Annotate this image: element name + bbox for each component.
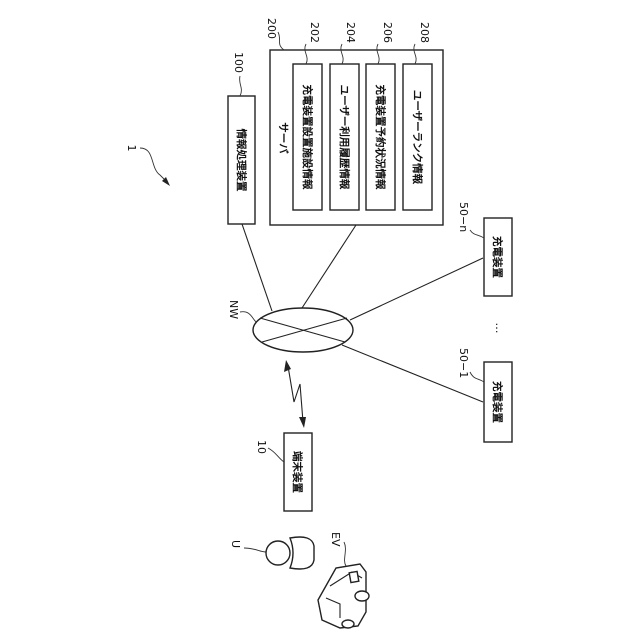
network-ref: NW	[227, 300, 240, 319]
info-processor: 100 情報処理装置	[228, 52, 255, 224]
database-label: 充電装置設置施設情報	[301, 85, 314, 190]
charger-n: 50−n 充電装置	[457, 202, 512, 296]
server-title: サーバ	[277, 122, 289, 154]
user-head-icon	[266, 541, 290, 565]
database-label: 充電装置予約状況情報	[374, 85, 387, 190]
user-ref: U	[229, 540, 242, 548]
user: U	[229, 537, 314, 569]
wireless-zigzag	[288, 366, 303, 422]
arrowhead-icon	[299, 417, 306, 428]
system-reference: 1	[125, 145, 170, 187]
database-label: ユーザー利用履歴情報	[338, 85, 351, 190]
user-body-icon	[290, 537, 314, 569]
terminal-leader	[268, 448, 284, 462]
link-network-charger-n	[350, 258, 483, 320]
vehicle-leader	[344, 542, 346, 566]
more-chargers-ellipsis: …	[493, 323, 506, 334]
charger-leader	[470, 372, 484, 382]
terminal-device: 10 端末装置	[255, 433, 312, 511]
server-ref: 200	[265, 18, 278, 39]
server: 200 サーバ 202 充電装置設置施設情報 204 ユーザー利用履歴情報 20…	[265, 18, 443, 225]
database-ref: 206	[381, 22, 394, 43]
link-server-network	[302, 225, 356, 308]
electric-vehicle-icon	[318, 564, 369, 628]
terminal-ref: 10	[255, 440, 268, 454]
system-ref-label: 1	[125, 145, 138, 152]
vehicle-ref: EV	[329, 532, 342, 547]
charger-label: 充電装置	[491, 381, 504, 423]
info-processor-ref: 100	[232, 52, 245, 73]
wireless-link	[284, 360, 306, 428]
info-processor-leader	[240, 76, 242, 96]
database-ref: 202	[308, 22, 321, 43]
link-info-processor-network	[242, 224, 272, 311]
vehicle: EV	[318, 532, 369, 628]
charger-label: 充電装置	[491, 236, 504, 278]
database-label: ユーザーランク情報	[411, 90, 424, 185]
arrowhead-icon	[284, 360, 291, 372]
database-ref: 204	[344, 22, 357, 43]
charger-ref: 50−n	[457, 202, 470, 232]
server-leader	[278, 32, 284, 50]
system-ref-arrow	[140, 148, 168, 183]
info-processor-label: 情報処理装置	[235, 129, 248, 192]
charger-leader	[470, 230, 484, 238]
network-leader	[240, 312, 256, 322]
terminal-label: 端末装置	[291, 451, 304, 493]
charger-ref: 50−1	[457, 348, 470, 378]
user-leader	[244, 548, 266, 552]
database-ref: 208	[418, 22, 431, 43]
network: NW	[227, 300, 353, 352]
